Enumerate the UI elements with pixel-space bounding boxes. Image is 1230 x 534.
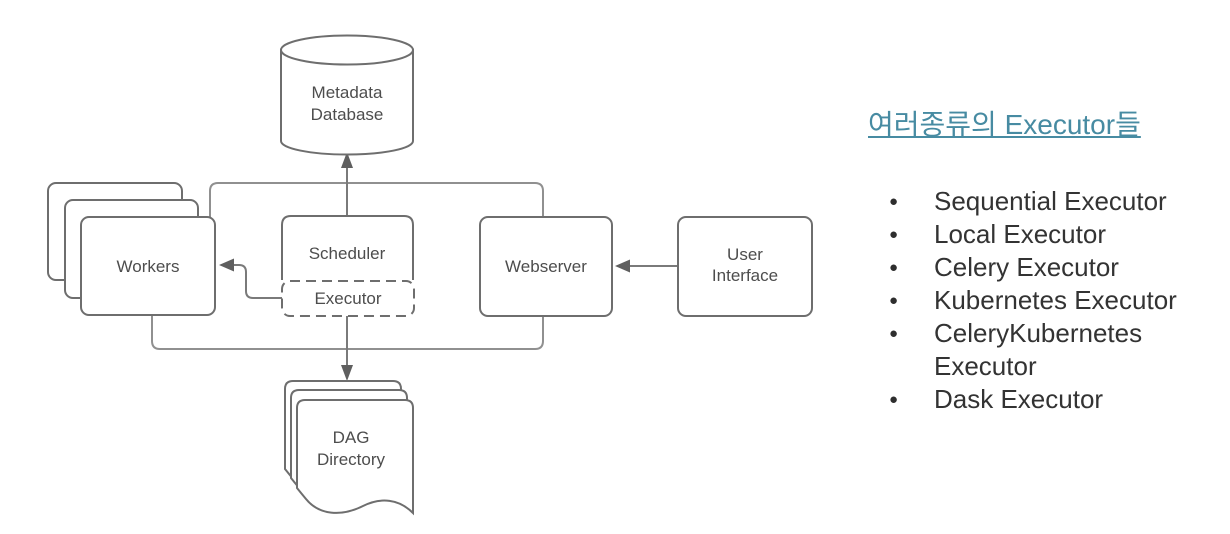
node-dag-directory: DAG Directory <box>284 380 414 516</box>
workers-label: Workers <box>117 257 180 276</box>
executor-types-panel: 여러종류의 Executor들 Sequential Executor Loca… <box>868 103 1230 416</box>
scheduler-label: Scheduler <box>309 244 386 263</box>
user-interface-box <box>677 216 813 317</box>
arrowhead-down-dag <box>341 365 353 381</box>
list-item-dask-executor: Dask Executor <box>868 383 1228 416</box>
executor-label: Executor <box>314 289 381 308</box>
node-user-interface: User Interface <box>677 216 813 317</box>
metadata-database-label-line1: Metadata <box>312 83 383 102</box>
node-workers: Workers <box>47 182 216 316</box>
user-interface-label-line1: User <box>727 245 763 264</box>
executor-types-list: Sequential Executor Local Executor Celer… <box>868 185 1230 416</box>
airflow-architecture-diagram: Workers Metadata Database Scheduler Exec… <box>47 34 813 516</box>
dag-directory-label-line1: DAG <box>333 428 370 447</box>
metadata-database-cylinder <box>280 49 414 156</box>
arrowhead-up-metadata <box>341 152 353 168</box>
node-webserver: Webserver <box>479 216 613 317</box>
workers-front-card <box>80 216 216 316</box>
dag-directory-label-line2: Directory <box>317 450 386 469</box>
webserver-label: Webserver <box>505 257 587 276</box>
executor-types-heading-link[interactable]: 여러종류의 Executor들 <box>868 109 1141 140</box>
list-item-kubernetes-executor: Kubernetes Executor <box>868 284 1228 317</box>
list-item-celery-executor: Celery Executor <box>868 251 1228 284</box>
edge-executor-to-workers <box>232 264 283 299</box>
list-item-celerykubernetes-executor: CeleryKubernetes Executor <box>868 317 1228 383</box>
arrowhead-left-webserver <box>615 259 630 273</box>
metadata-database-cylinder-top <box>280 34 414 66</box>
node-metadata-database: Metadata Database <box>280 34 414 156</box>
executor-dashed-box <box>281 280 415 317</box>
list-item-local-executor: Local Executor <box>868 218 1228 251</box>
dag-front-sheet <box>296 399 414 516</box>
metadata-database-label-line2: Database <box>311 105 384 124</box>
node-scheduler: Scheduler Executor <box>281 215 415 317</box>
user-interface-label-line2: Interface <box>712 266 778 285</box>
webserver-box <box>479 216 613 317</box>
arrowhead-left-workers <box>219 258 234 272</box>
list-item-sequential-executor: Sequential Executor <box>868 185 1228 218</box>
scheduler-box <box>281 215 414 280</box>
